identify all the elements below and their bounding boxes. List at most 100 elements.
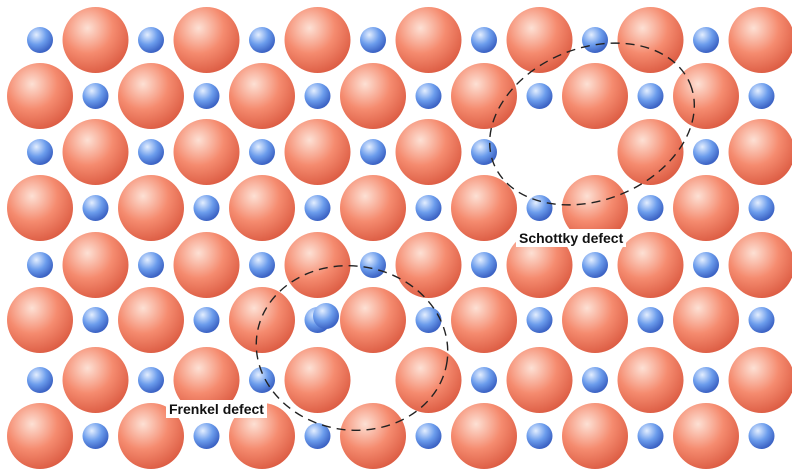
small-ion — [415, 423, 442, 449]
large-ion — [62, 347, 129, 413]
large-ion — [506, 347, 573, 413]
large-ion — [173, 347, 240, 413]
large-ion — [229, 403, 295, 469]
small-ion — [138, 139, 164, 165]
large-ion — [7, 175, 73, 241]
frenkel-defect-label: Frenkel defect — [166, 400, 267, 418]
large-ion — [617, 232, 684, 298]
large-ion — [617, 347, 684, 413]
large-ion — [562, 63, 628, 129]
small-ion — [138, 367, 164, 393]
small-ion — [471, 367, 497, 393]
large-ion — [62, 7, 129, 73]
small-ion — [249, 139, 275, 165]
large-ion — [284, 119, 351, 185]
large-ion — [395, 7, 462, 73]
small-ion — [360, 139, 386, 165]
small-ion — [471, 252, 497, 278]
small-ion — [637, 307, 664, 333]
large-ion — [62, 119, 129, 185]
large-ion — [118, 287, 184, 353]
small-ion — [193, 195, 220, 221]
large-ion — [118, 175, 184, 241]
large-ion — [284, 7, 351, 73]
small-ion — [82, 307, 109, 333]
large-ion — [562, 403, 628, 469]
large-ion — [173, 7, 240, 73]
small-ion — [582, 27, 608, 53]
large-ion — [617, 119, 684, 185]
small-ion — [526, 423, 553, 449]
large-ion — [506, 232, 573, 298]
small-ion — [27, 252, 53, 278]
large-ion — [7, 403, 73, 469]
large-ion — [562, 287, 628, 353]
large-ion — [340, 175, 406, 241]
small-ion — [526, 83, 553, 109]
small-ion — [27, 27, 53, 53]
large-ion — [451, 403, 517, 469]
large-ion — [7, 63, 73, 129]
small-ion — [82, 423, 109, 449]
small-ion — [27, 367, 53, 393]
large-ion — [395, 347, 462, 413]
large-ion — [728, 119, 792, 185]
small-ion — [249, 27, 275, 53]
small-ion — [193, 307, 220, 333]
large-ion — [451, 287, 517, 353]
large-ion — [284, 232, 351, 298]
small-ion — [415, 307, 442, 333]
small-ion — [304, 195, 331, 221]
small-ion — [693, 367, 719, 393]
small-ion — [193, 83, 220, 109]
schottky-defect-label: Schottky defect — [516, 229, 627, 247]
small-ion — [304, 83, 331, 109]
large-ion — [451, 175, 517, 241]
small-ion — [748, 307, 775, 333]
large-ion — [673, 287, 739, 353]
large-ion — [395, 232, 462, 298]
large-ion — [340, 63, 406, 129]
large-ion — [673, 175, 739, 241]
small-ion — [748, 83, 775, 109]
large-ion — [562, 175, 628, 241]
small-ion — [582, 252, 608, 278]
small-ion — [693, 27, 719, 53]
large-ion — [173, 119, 240, 185]
small-ion — [27, 139, 53, 165]
large-ion — [395, 119, 462, 185]
frenkel-defect-outline — [255, 265, 449, 431]
small-ion — [471, 27, 497, 53]
large-ion — [118, 63, 184, 129]
large-ion — [617, 7, 684, 73]
small-ion — [415, 195, 442, 221]
small-ion — [193, 423, 220, 449]
large-ion — [229, 287, 295, 353]
small-ion — [748, 423, 775, 449]
small-ion — [637, 423, 664, 449]
large-ion — [118, 403, 184, 469]
large-ion — [728, 7, 792, 73]
small-ion — [637, 83, 664, 109]
small-ion — [304, 423, 331, 449]
small-ion — [138, 27, 164, 53]
small-ion — [313, 303, 339, 329]
small-ion — [82, 83, 109, 109]
large-ion — [673, 403, 739, 469]
large-ion — [284, 347, 351, 413]
large-ion — [673, 63, 739, 129]
small-ion — [582, 367, 608, 393]
small-ion — [415, 83, 442, 109]
small-ion — [748, 195, 775, 221]
large-ion — [728, 232, 792, 298]
defect-outlines — [255, 42, 696, 431]
large-ion — [506, 7, 573, 73]
small-ion — [249, 367, 275, 393]
large-ion — [62, 232, 129, 298]
schottky-defect-outline — [488, 42, 696, 206]
large-ion — [340, 403, 406, 469]
large-ion — [340, 287, 406, 353]
large-ion — [728, 347, 792, 413]
small-ion — [637, 195, 664, 221]
